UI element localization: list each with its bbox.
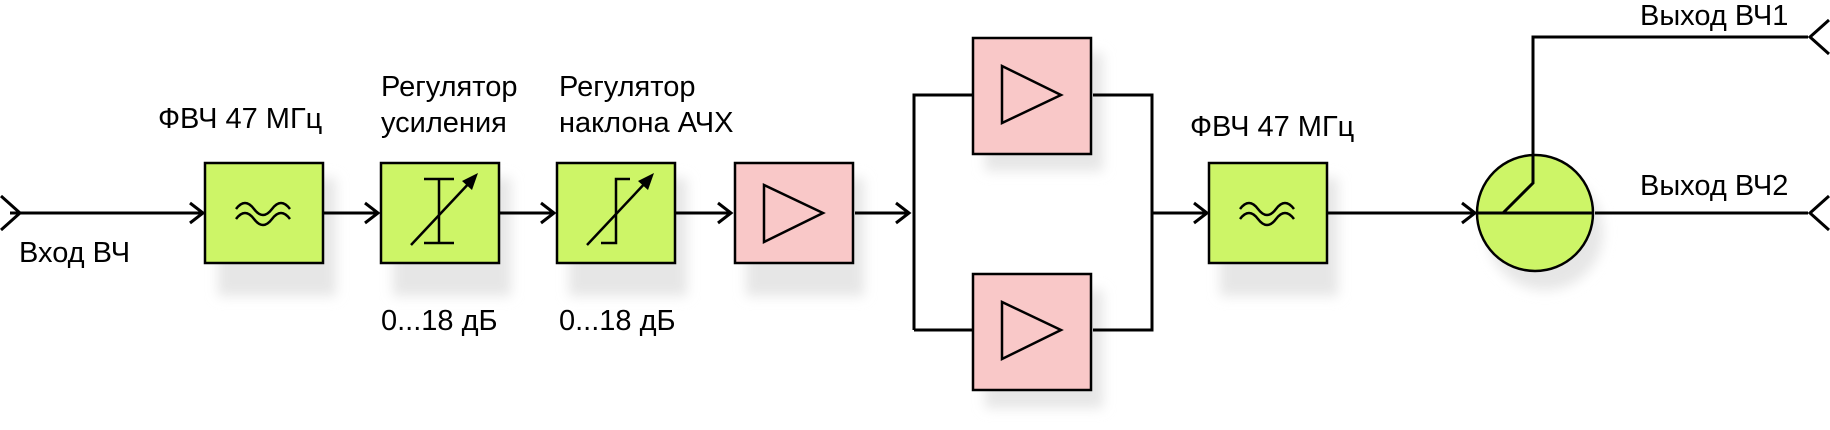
triangle-amplifier-icon <box>1000 63 1064 125</box>
variable-slope-icon <box>586 173 654 246</box>
hpf-2-block <box>1207 161 1329 265</box>
input-label: Вход ВЧ <box>19 237 130 269</box>
hpf-2-label: ФВЧ 47 МГц <box>1190 111 1354 143</box>
triangle-amplifier-icon <box>1000 300 1064 362</box>
gain-regulator-range: 0...18 дБ <box>381 305 498 337</box>
amplifier-2-box <box>971 36 1093 156</box>
arrowhead <box>717 201 734 225</box>
slope-regulator-range: 0...18 дБ <box>559 305 676 337</box>
amplifier-1-block <box>733 161 855 265</box>
wavy-lines-icon <box>235 201 291 227</box>
arrowhead <box>364 201 381 225</box>
amplifier-3-block <box>971 272 1093 392</box>
arrowhead <box>540 201 557 225</box>
hpf-2-box <box>1207 161 1329 265</box>
gain-regulator-label-line1: Регулятор <box>381 71 517 103</box>
arrowhead <box>895 201 912 225</box>
arrowhead <box>189 201 206 225</box>
slope-regulator-block <box>555 161 677 265</box>
wavy-lines-icon <box>1239 201 1295 227</box>
input-connector <box>0 194 23 232</box>
hpf-1-label: ФВЧ 47 МГц <box>158 103 322 135</box>
hpf-1-box <box>203 161 325 265</box>
gain-regulator-label-line2: усиления <box>381 107 507 139</box>
angle-connector-icon <box>0 194 23 232</box>
labels: Вход ВЧ ФВЧ 47 МГц Регулятор усиления 0.… <box>19 0 1788 337</box>
variable-attenuator-icon <box>410 173 478 246</box>
gain-regulator-block <box>379 161 501 265</box>
slope-regulator-label-line1: Регулятор <box>559 71 695 103</box>
wires <box>10 35 1808 332</box>
arrowhead <box>1193 201 1210 225</box>
hpf-1-block <box>203 161 325 265</box>
output-1-connector <box>1807 18 1830 56</box>
amplifier-2-block <box>971 36 1093 156</box>
amplifier-1-box <box>733 161 855 265</box>
output-2-label: Выход ВЧ2 <box>1640 170 1788 202</box>
output-1-label: Выход ВЧ1 <box>1640 0 1788 32</box>
slope-regulator-label-line2: наклона АЧХ <box>559 107 733 139</box>
splitter-block <box>1475 153 1595 273</box>
arrowhead <box>1461 201 1478 225</box>
output-2-connector <box>1807 194 1830 232</box>
angle-connector-icon <box>1807 194 1830 232</box>
triangle-amplifier-icon <box>762 183 826 245</box>
amplifier-3-box <box>971 272 1093 392</box>
angle-connector-icon <box>1807 18 1830 56</box>
arrowheads <box>189 201 1478 225</box>
